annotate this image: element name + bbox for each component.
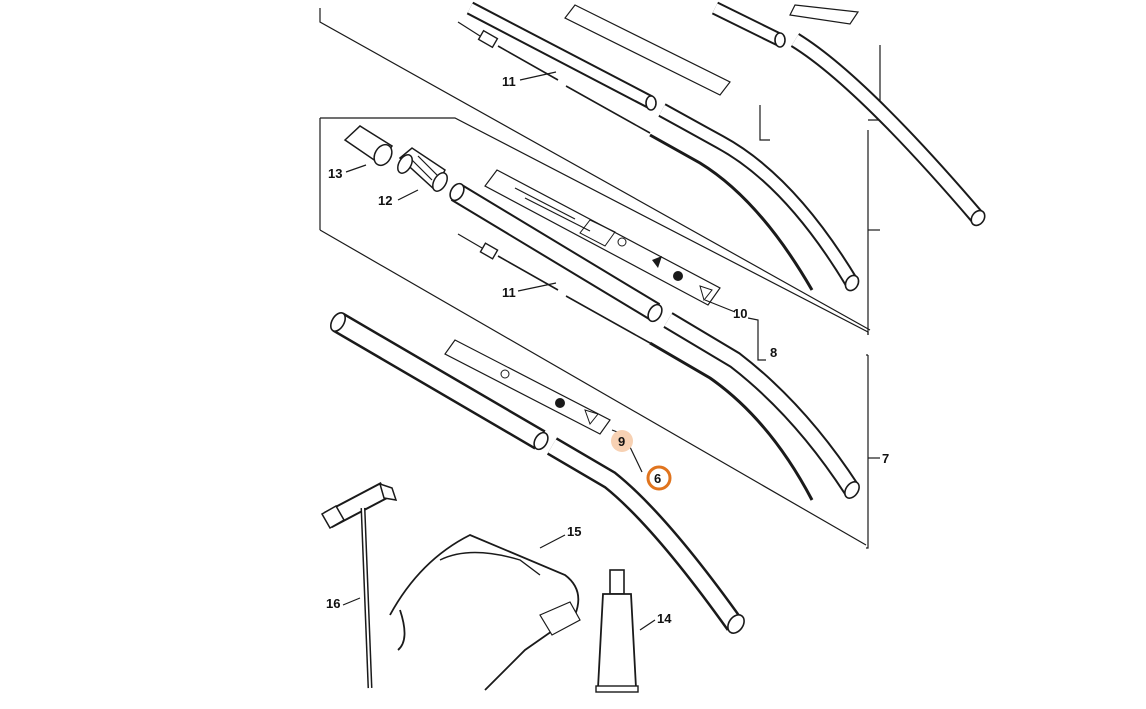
callout-9-highlight xyxy=(611,430,633,452)
callout-label: 12 xyxy=(378,193,392,208)
callout-label: 15 xyxy=(567,524,581,539)
callout-label[interactable]: 6 xyxy=(654,471,661,486)
callout-label: 9 xyxy=(618,434,625,449)
group-boundaries xyxy=(319,8,881,549)
leader-lines xyxy=(342,71,766,631)
callout-6-highlight[interactable] xyxy=(646,465,672,491)
warning-decal-icon xyxy=(484,169,721,306)
callout-label: 14 xyxy=(657,611,672,626)
bushing-icon xyxy=(397,147,448,192)
callout-label: 8 xyxy=(770,345,777,360)
callout-labels: 11 13 12 11 10 8 7 9 6 15 16 14 xyxy=(326,74,889,626)
middle-assembly xyxy=(343,125,860,501)
spark-plug-wrench-icon xyxy=(320,482,398,689)
callout-markers xyxy=(611,430,672,491)
callout-label: 16 xyxy=(326,596,340,611)
top-assembly xyxy=(457,1,986,292)
lower-assembly xyxy=(329,312,745,634)
grease-tube-icon xyxy=(595,569,639,693)
callout-label: 11 xyxy=(502,285,516,300)
callout-label: 11 xyxy=(502,74,516,89)
cap-icon xyxy=(343,125,394,167)
callout-label: 7 xyxy=(882,451,889,466)
callout-label: 13 xyxy=(328,166,342,181)
safety-glasses-icon xyxy=(389,534,581,691)
callout-label: 10 xyxy=(733,306,747,321)
